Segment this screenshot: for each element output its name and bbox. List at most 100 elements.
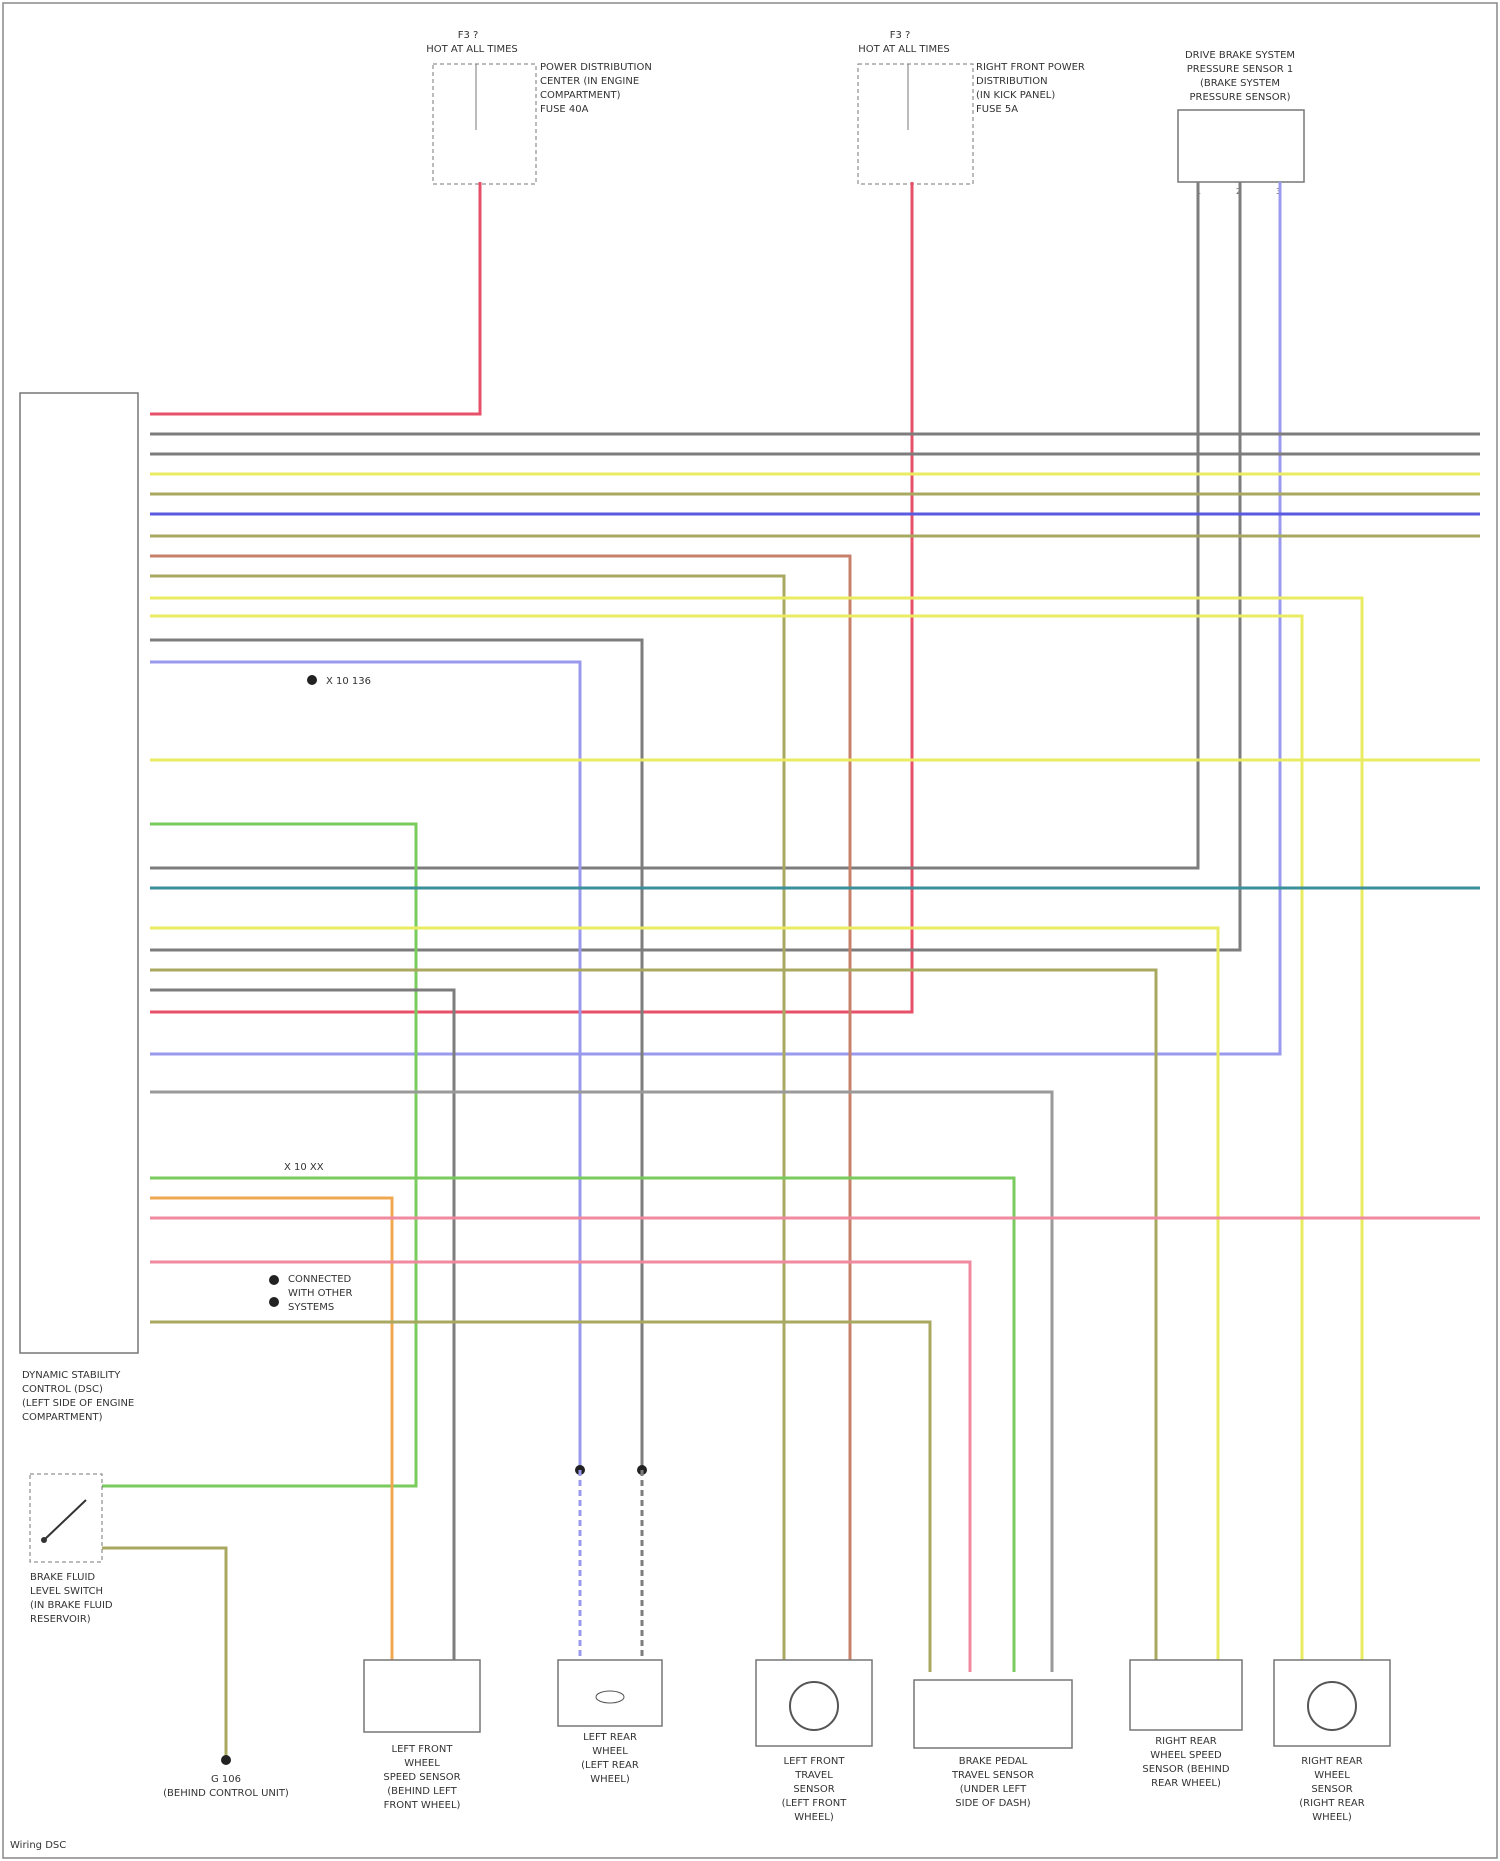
pressure-sensor-label-2: PRESSURE SENSOR 1 — [1187, 64, 1294, 75]
pressure-sensor-body — [1178, 110, 1304, 182]
wire-psensor-2 — [150, 182, 1240, 950]
lf-travel-label-2: TRAVEL — [794, 1770, 833, 1781]
fuse-2-box — [858, 64, 973, 184]
brake-pedal-label-1: BRAKE PEDAL — [959, 1756, 1028, 1767]
pressure-sensor-label-1: DRIVE BRAKE SYSTEM — [1185, 50, 1295, 61]
lr-wheel-label-1: LEFT REAR — [583, 1732, 637, 1743]
rf-wheel-body — [1274, 1660, 1390, 1746]
splice-dot-3 — [269, 1297, 279, 1307]
fuse-2-note-3: (IN KICK PANEL) — [976, 90, 1055, 101]
wire-lf-wheel-a — [150, 1198, 392, 1672]
lf-wheel-label-1: LEFT FRONT — [392, 1744, 454, 1755]
lr-wheel-label-4: WHEEL) — [590, 1774, 630, 1785]
wire-pedal-1 — [150, 1322, 930, 1672]
lf-travel-label-5: WHEEL) — [794, 1812, 834, 1823]
wire-switch-1 — [100, 824, 416, 1486]
control-unit: DYNAMIC STABILITY CONTROL (DSC) (LEFT SI… — [20, 393, 138, 1423]
fuse-1-sub: HOT AT ALL TIMES — [426, 44, 518, 55]
brake-pedal-label-4: SIDE OF DASH) — [955, 1798, 1031, 1809]
lr-wheel-body — [558, 1660, 662, 1726]
fuse-2-note-2: DISTRIBUTION — [976, 76, 1048, 87]
ground: G 106 (BEHIND CONTROL UNIT) — [163, 1755, 289, 1799]
component-lf-wheel: LEFT FRONT WHEEL SPEED SENSOR (BEHIND LE… — [364, 1660, 480, 1811]
rr-wheel-body — [1130, 1660, 1242, 1730]
wire-psensor-3 — [150, 182, 1280, 1054]
switch-label-3: (IN BRAKE FLUID — [30, 1600, 113, 1611]
fuse-2-note-4: FUSE 5A — [976, 104, 1018, 115]
lr-wheel-label-3: (LEFT REAR — [581, 1760, 639, 1771]
wire-lf-travel-a — [150, 556, 850, 1672]
wire-switch-ground — [100, 1548, 226, 1760]
wire-pedal-3 — [150, 1178, 1014, 1672]
brake-pedal-label-2: TRAVEL SENSOR — [951, 1770, 1034, 1781]
fuse-1: F3 ? HOT AT ALL TIMES POWER DISTRIBUTION… — [426, 30, 652, 184]
splice-dot-2 — [269, 1275, 279, 1285]
lf-wheel-label-3: SPEED SENSOR — [383, 1772, 460, 1783]
component-rr-wheel: RIGHT REAR WHEEL SPEED SENSOR (BEHIND RE… — [1130, 1660, 1242, 1789]
lf-travel-label-3: SENSOR — [793, 1784, 834, 1795]
rr-wheel-label-3: SENSOR (BEHIND — [1142, 1764, 1230, 1775]
splice-label-3: CONNECTED — [288, 1274, 352, 1285]
ground-label-1: G 106 — [211, 1774, 241, 1785]
rf-wheel-label-2: WHEEL — [1314, 1770, 1350, 1781]
control-unit-label-4: COMPARTMENT) — [22, 1412, 103, 1423]
fuse-2-title: F3 ? — [890, 30, 911, 41]
pressure-sensor-label-3: (BRAKE SYSTEM — [1200, 78, 1280, 89]
wire-psensor-1 — [150, 182, 1198, 868]
lr-wheel-label-2: WHEEL — [592, 1746, 628, 1757]
splice-label-1: X 10 136 — [326, 676, 371, 687]
pressure-sensor-label-4: PRESSURE SENSOR) — [1190, 92, 1291, 103]
rr-wheel-label-2: WHEEL SPEED — [1150, 1750, 1222, 1761]
lf-travel-label-4: (LEFT FRONT — [782, 1798, 848, 1809]
wire-lf-travel-b — [150, 576, 784, 1672]
ground-dot — [221, 1755, 231, 1765]
rf-wheel-label-1: RIGHT REAR — [1301, 1756, 1363, 1767]
rf-wheel-label-4: (RIGHT REAR — [1299, 1798, 1364, 1809]
footer-code: Wiring DSC — [10, 1840, 66, 1851]
lf-wheel-label-2: WHEEL — [404, 1758, 440, 1769]
wire-lr-b — [150, 662, 580, 1470]
lf-wheel-label-4: (BEHIND LEFT — [387, 1786, 457, 1797]
wire-fuse1-feed — [150, 182, 480, 414]
ground-label-2: (BEHIND CONTROL UNIT) — [163, 1788, 289, 1799]
fuse-1-box — [433, 64, 536, 184]
control-unit-label-1: DYNAMIC STABILITY — [22, 1370, 121, 1381]
control-unit-body — [20, 393, 138, 1353]
brake-pedal-label-3: (UNDER LEFT — [960, 1784, 1027, 1795]
rf-wheel-label-5: WHEEL) — [1312, 1812, 1352, 1823]
fuse-1-note-3: COMPARTMENT) — [540, 90, 621, 101]
switch-pivot — [41, 1537, 47, 1543]
fuse-2: F3 ? HOT AT ALL TIMES RIGHT FRONT POWER … — [858, 30, 1085, 184]
fuse-1-note-4: FUSE 40A — [540, 104, 589, 115]
wires — [100, 182, 1480, 1760]
lf-wheel-body — [364, 1660, 480, 1732]
fuse-1-title: F3 ? — [458, 30, 479, 41]
rr-wheel-label-1: RIGHT REAR — [1155, 1736, 1217, 1747]
splice-label-4: WITH OTHER — [288, 1288, 352, 1299]
splice-label-2: X 10 XX — [284, 1162, 324, 1173]
control-unit-label-2: CONTROL (DSC) — [22, 1384, 103, 1395]
pressure-sensor: DRIVE BRAKE SYSTEM PRESSURE SENSOR 1 (BR… — [1178, 50, 1304, 196]
fuse-2-sub: HOT AT ALL TIMES — [858, 44, 950, 55]
component-brake-pedal: BRAKE PEDAL TRAVEL SENSOR (UNDER LEFT SI… — [914, 1680, 1072, 1809]
component-lr-wheel: LEFT REAR WHEEL (LEFT REAR WHEEL) — [558, 1660, 662, 1785]
wire-rf-b — [150, 616, 1302, 1672]
lf-wheel-label-5: FRONT WHEEL) — [384, 1800, 461, 1811]
switch-label-2: LEVEL SWITCH — [30, 1586, 103, 1597]
wire-rr-a — [150, 928, 1218, 1672]
rr-wheel-label-4: REAR WHEEL) — [1151, 1778, 1221, 1789]
rf-wheel-label-3: SENSOR — [1311, 1784, 1352, 1795]
switch-label-4: RESERVOIR) — [30, 1614, 91, 1625]
fuse-1-note-1: POWER DISTRIBUTION — [540, 62, 652, 73]
brake-fluid-switch: BRAKE FLUID LEVEL SWITCH (IN BRAKE FLUID… — [30, 1474, 113, 1625]
splice-label-5: SYSTEMS — [288, 1302, 334, 1313]
component-lf-travel: LEFT FRONT TRAVEL SENSOR (LEFT FRONT WHE… — [756, 1660, 872, 1823]
switch-label-1: BRAKE FLUID — [30, 1572, 95, 1583]
lf-travel-body — [756, 1660, 872, 1746]
fuse-1-note-2: CENTER (IN ENGINE — [540, 76, 639, 87]
lf-travel-label-1: LEFT FRONT — [784, 1756, 846, 1767]
splice-dot-1 — [307, 675, 317, 685]
fuse-2-note-1: RIGHT FRONT POWER — [976, 62, 1085, 73]
